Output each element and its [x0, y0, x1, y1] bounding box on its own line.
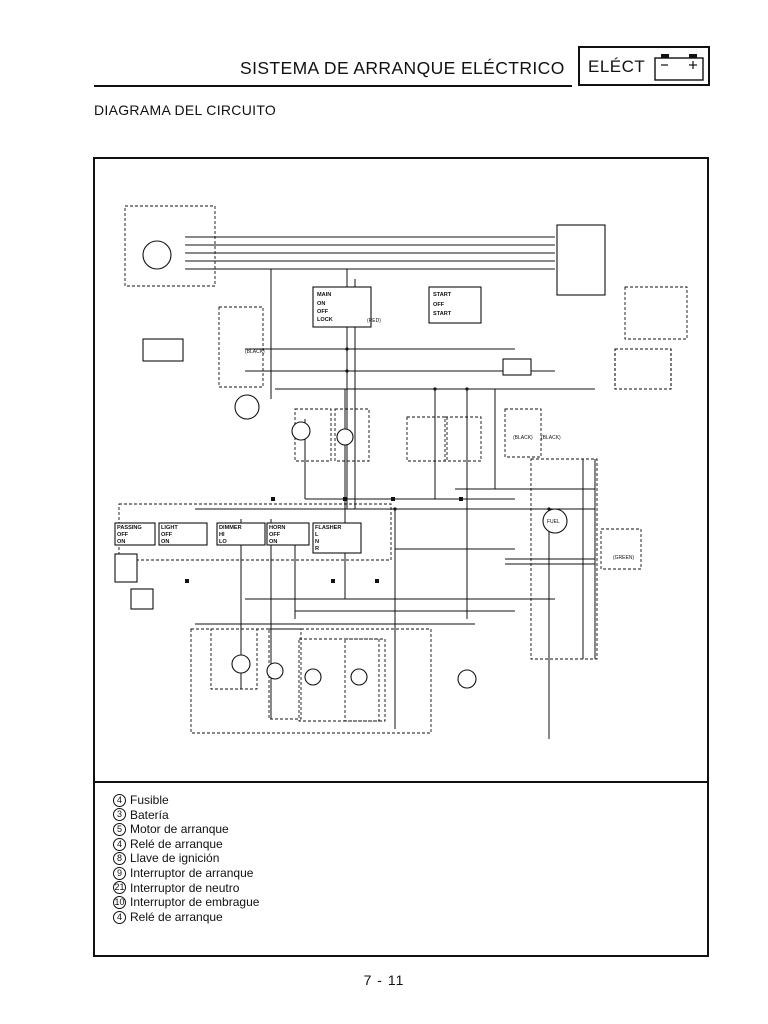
- diagram-frame: MAIN ON OFF LOCK START OFF START PASSING…: [93, 157, 709, 957]
- legend-number: 4: [113, 837, 126, 851]
- flasher-switch-row-n: N: [315, 539, 319, 545]
- legend-number: 21: [113, 881, 126, 895]
- passing-switch-row-on: ON: [117, 539, 125, 545]
- legend-text: Fusible: [130, 793, 169, 807]
- legend-text: Interruptor de embrague: [130, 895, 260, 910]
- legend-item: 8 Llave de ignición: [113, 851, 259, 866]
- start-switch-title: START: [433, 292, 452, 298]
- section-subtitle: DIAGRAMA DEL CIRCUITO: [94, 102, 277, 118]
- legend-text: Motor de arranque: [130, 822, 229, 837]
- horn-switch-row-off: OFF: [269, 532, 281, 538]
- horn-switch-row-on: ON: [269, 539, 277, 545]
- main-switch-title: MAIN: [317, 292, 331, 298]
- connector-note-4: (BLACK): [541, 435, 561, 441]
- legend-number: 9: [113, 866, 126, 880]
- connector-note-3: (BLACK): [513, 435, 533, 441]
- legend-divider: [95, 781, 707, 783]
- legend-item: 3 Batería: [113, 808, 259, 823]
- section-badge: ELÉCT: [578, 46, 710, 86]
- flasher-switch-row-l: L: [315, 532, 319, 538]
- legend-number: 10: [113, 895, 126, 909]
- legend-text: Batería: [130, 807, 169, 822]
- light-switch-row-on: ON: [161, 539, 169, 545]
- start-switch-row-start: START: [433, 311, 452, 317]
- legend-text: Interruptor de arranque: [130, 865, 254, 880]
- passing-switch-title: PASSING: [117, 525, 142, 531]
- section-badge-label: ELÉCT: [588, 57, 646, 76]
- main-switch-row-on: ON: [317, 301, 325, 307]
- legend-item: 5 Motor de arranque: [113, 822, 259, 837]
- legend-item: 9 Interruptor de arranque: [113, 866, 259, 881]
- dimmer-switch-title: DIMMER: [219, 525, 242, 531]
- legend-item: 21 Interruptor de neutro: [113, 881, 259, 896]
- connector-note-5: (GREEN): [613, 555, 634, 561]
- fuel-gauge-label: FUEL: [547, 519, 560, 525]
- light-switch-row-off: OFF: [161, 532, 173, 538]
- dimmer-switch-row-hi: HI: [219, 532, 225, 538]
- horn-switch-title: HORN: [269, 525, 285, 531]
- legend-item: 10 Interruptor de embrague: [113, 895, 259, 910]
- battery-icon: [654, 54, 704, 81]
- legend-text: Interruptor de neutro: [130, 880, 240, 895]
- passing-switch-row-off: OFF: [117, 532, 129, 538]
- legend-number: 4: [113, 910, 126, 924]
- legend-text: Llave de ignición: [130, 851, 220, 866]
- legend-number: 8: [113, 852, 126, 866]
- legend-number: 4: [113, 793, 126, 807]
- legend-item: 4 Fusible: [113, 793, 259, 808]
- main-switch-row-off: OFF: [317, 309, 329, 315]
- legend-item: 4 Relé de arranque: [113, 837, 259, 852]
- circuit-diagram: MAIN ON OFF LOCK START OFF START PASSING…: [114, 205, 688, 739]
- light-switch-title: LIGHT: [161, 525, 178, 531]
- page-header-title: SISTEMA DE ARRANQUE ELÉCTRICO: [240, 58, 565, 78]
- main-switch-row-lock: LOCK: [317, 317, 333, 323]
- flasher-switch-title: FLASHER: [315, 525, 341, 531]
- start-switch-row-off: OFF: [433, 302, 445, 308]
- legend-text: Relé de arranque: [130, 836, 223, 851]
- dimmer-switch-row-lo: LO: [219, 539, 227, 545]
- legend-number: 5: [113, 822, 126, 836]
- header-rule: [94, 85, 572, 87]
- legend-text: Relé de arranque: [130, 909, 223, 924]
- page-number: 7 - 11: [363, 972, 405, 988]
- connector-note-1: (BLACK): [245, 349, 265, 355]
- connector-note-2: (RED): [367, 318, 381, 324]
- legend-item: 4 Relé de arranque: [113, 910, 259, 925]
- flasher-switch-row-r: R: [315, 546, 319, 552]
- legend-number: 3: [113, 808, 126, 822]
